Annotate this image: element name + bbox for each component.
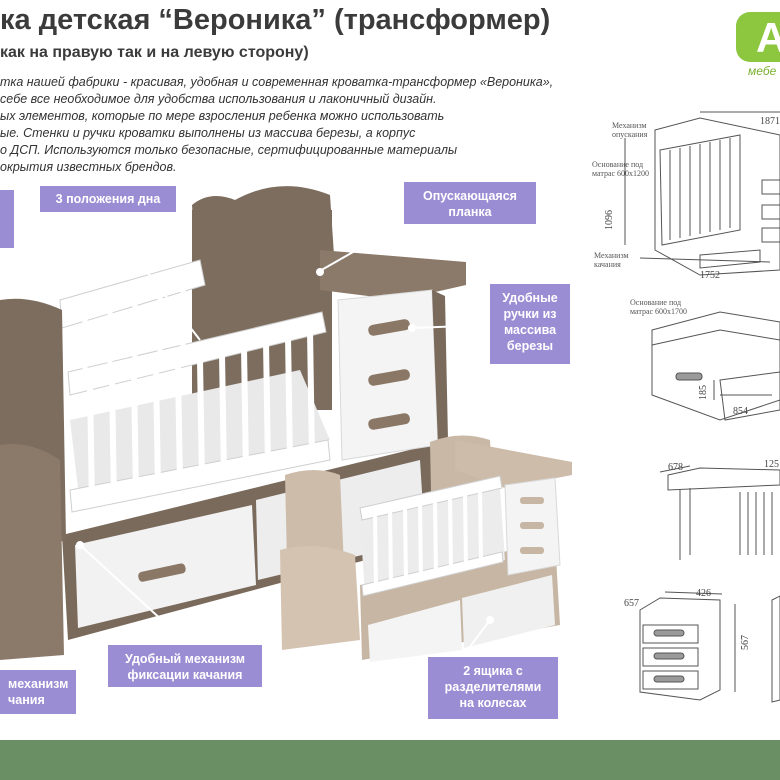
d4-width-dimension (664, 591, 723, 595)
small-slats (373, 487, 483, 591)
d3-desk-top (667, 467, 780, 491)
pointer-dot (76, 541, 84, 549)
small-crib (280, 435, 572, 662)
d3-depth-dimension (659, 465, 691, 473)
d2-dim-185: 185 (698, 385, 709, 400)
large-crib-foot-panel (0, 444, 64, 660)
small-crib-drawer (368, 600, 462, 662)
shelf-top (320, 250, 466, 300)
d4-nightstand (639, 597, 721, 701)
d2-label-base: матрас 600х1700 (630, 307, 687, 316)
small-crib-foot-panel (280, 546, 360, 650)
crib-slats (87, 329, 315, 506)
description: тка нашей фабрики - красивая, удобная и … (0, 74, 590, 176)
logo-text: мебе (748, 64, 777, 78)
diagram-4 (639, 591, 780, 703)
brand-logo: А мебе (736, 12, 780, 82)
tech-diagrams (624, 111, 780, 703)
description-line: ых элементов, которые по мере взросления… (0, 109, 445, 123)
d1-label-mechanism-swing: качания (594, 260, 621, 269)
d1-drawer (761, 204, 780, 220)
d1-slats (669, 138, 731, 240)
d4-partial-item (771, 595, 780, 703)
d2-dim-854: 854 (733, 406, 748, 417)
callout-fixation: Удобный механизм фиксации качания (108, 645, 262, 687)
front-top-rail (67, 311, 327, 396)
small-top-rail (359, 475, 503, 521)
d4-drawer (642, 624, 699, 644)
diagram-1 (624, 111, 780, 276)
large-crib-drawer (75, 505, 256, 628)
d4-handle (653, 629, 685, 637)
d1-label-mechanism-lowering: Механизм (612, 121, 647, 130)
description-line: себе все необходимое для удобства исполь… (0, 92, 437, 106)
d4-dim-567: 567 (740, 635, 751, 650)
description-line: окрытия известных брендов. (0, 160, 177, 174)
page-subtitle: как на правую так и на левую сторону) (0, 44, 309, 61)
dresser-side (432, 290, 448, 445)
d4-dim-657: 657 (624, 598, 639, 609)
diagram-3 (659, 465, 780, 560)
callout-mechanism-left: механизм чания (0, 670, 76, 714)
drawer-handle (138, 563, 186, 582)
d4-dim-426: 426 (696, 588, 711, 599)
logo-badge: А (736, 12, 780, 62)
d4-handle (653, 652, 685, 660)
dresser-handle (368, 319, 410, 336)
callout-pointers (9, 204, 491, 661)
d1-outline (654, 117, 780, 276)
description-line: тка нашей фабрики - красивая, удобная и … (0, 75, 554, 89)
d1-label-base: Основание под (592, 160, 643, 169)
pointer-dot (486, 616, 494, 624)
page-title: ка детская “Вероника” (трансформер) (0, 4, 551, 36)
footer-bar (0, 740, 780, 780)
d2-label-base: Основание под (630, 298, 681, 307)
small-dresser-handle (520, 547, 544, 554)
d1-bottom-dimension (639, 257, 771, 263)
d1-label-mechanism-lowering: опускания (612, 130, 648, 139)
dresser-handle (368, 369, 410, 386)
d3-dim-678: 678 (668, 462, 683, 473)
d2-outline (651, 311, 780, 421)
d1-label-mechanism-swing: Механизм (594, 251, 629, 260)
small-shelf (455, 440, 572, 488)
d1-label-base: матрас 600х1200 (592, 169, 649, 178)
d4-handle (653, 675, 685, 683)
d2-handle (675, 372, 703, 381)
d1-drawer (761, 179, 780, 195)
d2-drawer-open (719, 371, 780, 421)
d1-drawer (761, 227, 780, 243)
d1-crib-front (659, 134, 741, 246)
diagram-2 (651, 311, 780, 421)
d1-dim-bottom: 1752 (700, 270, 720, 281)
d1-base-drawer (699, 249, 761, 269)
dresser-handle (368, 413, 410, 430)
logo-letter: А (756, 14, 780, 61)
d1-dim-height: 1096 (604, 210, 615, 230)
d4-drawer (642, 647, 699, 667)
callout-drawers: 2 ящика с разделителями на колесах (428, 657, 558, 719)
d2-rail (651, 329, 780, 346)
small-dresser-handle (520, 497, 544, 504)
diagram-dimensions: 1871 1096 1752 185 854 678 125 657 426 5… (604, 116, 780, 650)
d3-slats (739, 492, 773, 555)
pointer-dot (408, 324, 416, 332)
callout-bottom-positions: 3 положения дна (40, 186, 176, 212)
small-dresser-handle (520, 522, 544, 529)
callout-lowering-rail: Опускающаяся планка (404, 182, 536, 224)
back-slats (82, 270, 186, 370)
description-line: ые. Стенки и ручки кроватки выполнены из… (0, 126, 416, 140)
d4-drawer (642, 670, 699, 690)
d3-dim-125: 125 (764, 459, 779, 470)
diagram-labels: Механизм опускания Основание под матрас … (592, 121, 687, 316)
description-line: о ДСП. Используются только безопасные, с… (0, 143, 458, 157)
small-crib-drawer-2 (462, 575, 555, 648)
pointer-dot (316, 268, 324, 276)
callout-cutoff (0, 190, 14, 248)
d1-dim-top: 1871 (760, 116, 780, 127)
callout-handles: Удобные ручки из массива березы (490, 284, 570, 364)
